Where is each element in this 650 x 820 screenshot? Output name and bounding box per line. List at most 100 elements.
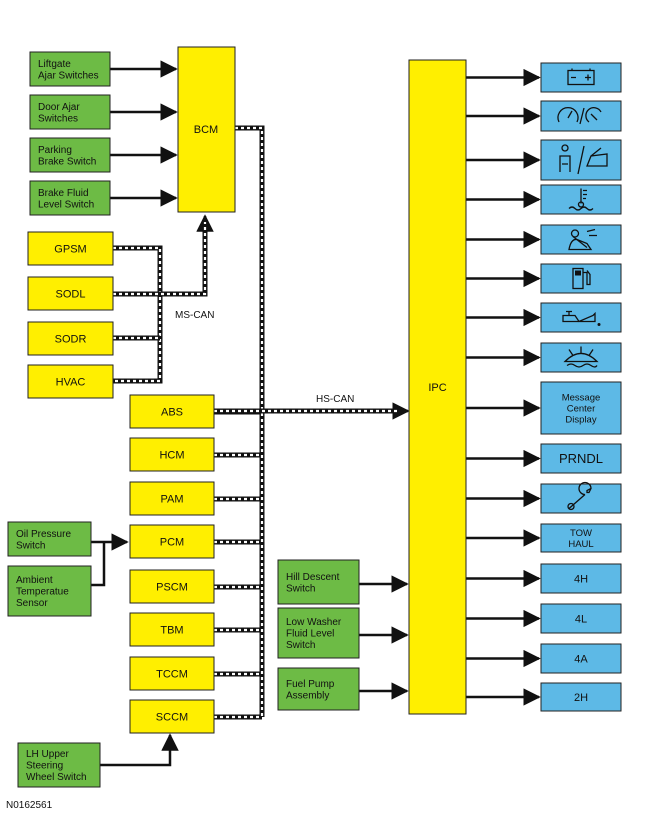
- wrench-icon: [567, 481, 592, 511]
- abs-module-box-rect: [129, 394, 215, 429]
- oil-pressure-icon: [562, 310, 601, 326]
- output-4a-box: 4A: [540, 643, 622, 674]
- output-4l-box: 4L: [540, 603, 622, 634]
- output-message-center-display-box-label: Center: [567, 403, 596, 414]
- low-washer-box-rect: [277, 607, 360, 659]
- washer-fluid-icon: [563, 346, 599, 368]
- fuel-pump-box-label: Fuel Pump: [286, 679, 335, 690]
- sodr-module-box-label: SODR: [55, 333, 87, 345]
- ambient-temp-sensor-box-rect: [7, 565, 92, 617]
- output-4l-box-rect: [540, 603, 622, 634]
- abs-module-box-label: ABS: [161, 406, 183, 418]
- parking-brake-switch-box-label: Brake Switch: [38, 156, 96, 167]
- output-oil-pressure-box-rect: [540, 302, 622, 333]
- steering-switch-wire: [100, 733, 179, 767]
- output-tow-haul-box-rect: [540, 523, 622, 553]
- hcm-module-box-label: HCM: [159, 449, 184, 461]
- ipc-box-rect: [408, 59, 467, 715]
- ms-can-bus-spine: [113, 245, 163, 384]
- tccm-module-box-rect: [129, 656, 215, 691]
- door-ajar-switch-box-rect: [29, 94, 111, 130]
- gpsm-module-box: GPSM: [27, 231, 114, 266]
- hcm-module-box: HCM: [129, 437, 215, 472]
- output-4a-box-rect: [540, 643, 622, 674]
- ipc-box-label: IPC: [428, 382, 446, 394]
- output-speed-control-box: [540, 100, 622, 132]
- low-washer-box-label: Switch: [286, 640, 315, 651]
- output-prndl-box: PRNDL: [540, 443, 622, 474]
- brake-fluid-switch-box-label: Level Switch: [38, 199, 94, 210]
- output-speed-control-box-rect: [540, 100, 622, 132]
- tccm-module-box-label: TCCM: [156, 668, 188, 680]
- fuel-pump-box-label: Assembly: [286, 690, 329, 701]
- hvac-module-box: HVAC: [27, 364, 114, 399]
- liftgate-switch-box-rect: [29, 51, 111, 87]
- ms-can-bus-to-bcm: [113, 222, 208, 297]
- steering-wheel-switch-box-label: LH Upper: [26, 749, 69, 760]
- output-2h-box: 2H: [540, 682, 622, 712]
- output-prndl-box-rect: [540, 443, 622, 474]
- output-2h-box-rect: [540, 682, 622, 712]
- pscm-module-box-label: PSCM: [156, 581, 188, 593]
- pam-module-box-rect: [129, 481, 215, 516]
- sodl-module-box-rect: [27, 276, 114, 311]
- bcm-label: BCM: [194, 124, 218, 136]
- low-washer-box-label: Fluid Level: [286, 629, 334, 640]
- ms-can-label: MS-CAN: [175, 310, 214, 321]
- hill-descent-box-label: Hill Descent: [286, 572, 340, 583]
- tbm-module-box-rect: [129, 612, 215, 647]
- fuel-pump-box-rect: [277, 667, 360, 711]
- sodr-module-box-rect: [27, 321, 114, 356]
- bcm-box: [177, 46, 236, 213]
- output-battery-box-rect: [540, 62, 622, 93]
- hs-can-backbone: [235, 125, 265, 717]
- gpsm-module-box-label: GPSM: [54, 243, 86, 255]
- oil-pressure-switch-box-rect: [7, 521, 92, 557]
- output-4h-box: 4H: [540, 563, 622, 594]
- pcm-module-box: PCM: [129, 524, 215, 559]
- seatbelt-icon: [568, 228, 597, 251]
- output-message-center-display-box-rect: [540, 381, 622, 435]
- output-prndl-box-label: PRNDL: [559, 451, 603, 466]
- brake-fluid-switch-box-rect: [29, 180, 111, 216]
- output-4l-box-label: 4L: [575, 613, 587, 625]
- hs-can-label: HS-CAN: [316, 394, 354, 405]
- output-oil-pressure-box: [540, 302, 622, 333]
- output-tow-haul-box-label: TOW: [570, 528, 592, 539]
- output-battery-box: [540, 62, 622, 93]
- door-ajar-switch-box-label: Switches: [38, 113, 78, 124]
- hill-descent-box-label: Switch: [286, 583, 315, 594]
- oil-pressure-switch-box-label: Oil Pressure: [16, 529, 71, 540]
- pam-module-box-label: PAM: [160, 493, 183, 505]
- output-4h-box-rect: [540, 563, 622, 594]
- hvac-module-box-rect: [27, 364, 114, 399]
- figure-id: N0162561: [6, 800, 53, 811]
- liftgate-switch-box-label: Liftgate: [38, 59, 71, 70]
- steering-wheel-switch-box-rect: [17, 742, 101, 788]
- tbm-module-box: TBM: [129, 612, 215, 647]
- pscm-module-box-rect: [129, 569, 215, 604]
- output-message-center-display-box-label: Message: [562, 392, 601, 403]
- door-ajar-switch-box-label: Door Ajar: [38, 102, 80, 113]
- sodr-module-box: SODR: [27, 321, 114, 356]
- pscm-module-box: PSCM: [129, 569, 215, 604]
- sccm-module-box-label: SCCM: [156, 711, 188, 723]
- sodl-module-box-label: SODL: [56, 288, 86, 300]
- low-washer-box-label: Low Washer: [286, 617, 342, 628]
- labels: MS-CAN HS-CAN N0162561: [6, 310, 354, 811]
- tccm-module-box: TCCM: [129, 656, 215, 691]
- hvac-module-box-label: HVAC: [56, 376, 86, 388]
- oil-pressure-switch-box-label: Switch: [16, 540, 45, 551]
- battery-icon: [567, 68, 595, 86]
